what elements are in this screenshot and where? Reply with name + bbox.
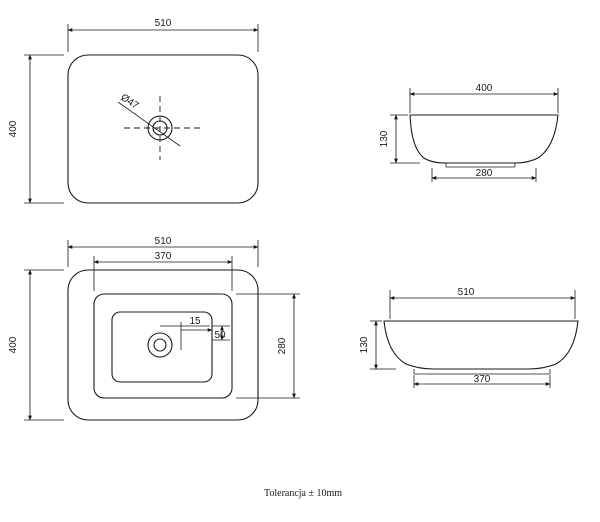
bottom-drain-inner [153, 338, 167, 352]
offset-a-label: 15 [189, 316, 201, 327]
top-view: 510 400 Ø47 [8, 18, 259, 204]
side-top-base-label: 280 [476, 168, 493, 179]
side-profile-bottom [383, 320, 579, 370]
drain-diameter-label: Ø47 [118, 92, 140, 112]
side-bottom-base-label: 370 [474, 374, 491, 385]
bottom-inner-width-label: 370 [155, 251, 172, 262]
bottom-outer-outline [67, 269, 259, 421]
height-dimension-label: 400 [8, 120, 19, 137]
side-top-width-label: 400 [476, 83, 493, 94]
bottom-outer-height-label: 400 [8, 336, 19, 353]
side-profile-top [409, 114, 559, 164]
bottom-inner-height-label: 280 [277, 337, 288, 354]
drain-diameter-leader [117, 101, 181, 147]
bottom-outer-width-label: 510 [155, 236, 172, 247]
tolerance-note: Tolerancja ± 10mm [264, 488, 342, 499]
width-dimension-label: 510 [155, 18, 172, 29]
offset-b-label: 50 [214, 330, 226, 341]
bottom-view: 510 370 400 280 15 50 [8, 236, 300, 421]
side-view-bottom: 510 130 370 [359, 287, 579, 388]
side-top-height-label: 130 [379, 130, 390, 147]
bottom-drain-outer [147, 332, 173, 358]
bottom-foot-outline [93, 293, 233, 399]
drain-hole-inner [152, 120, 168, 136]
side-bottom-width-label: 510 [458, 287, 475, 298]
side-bottom-height-label: 130 [359, 336, 370, 353]
bottom-recess-outline [111, 311, 213, 383]
drain-hole-outer [147, 115, 173, 141]
side-view-top: 400 130 280 [379, 83, 559, 182]
basin-outline [67, 54, 259, 204]
